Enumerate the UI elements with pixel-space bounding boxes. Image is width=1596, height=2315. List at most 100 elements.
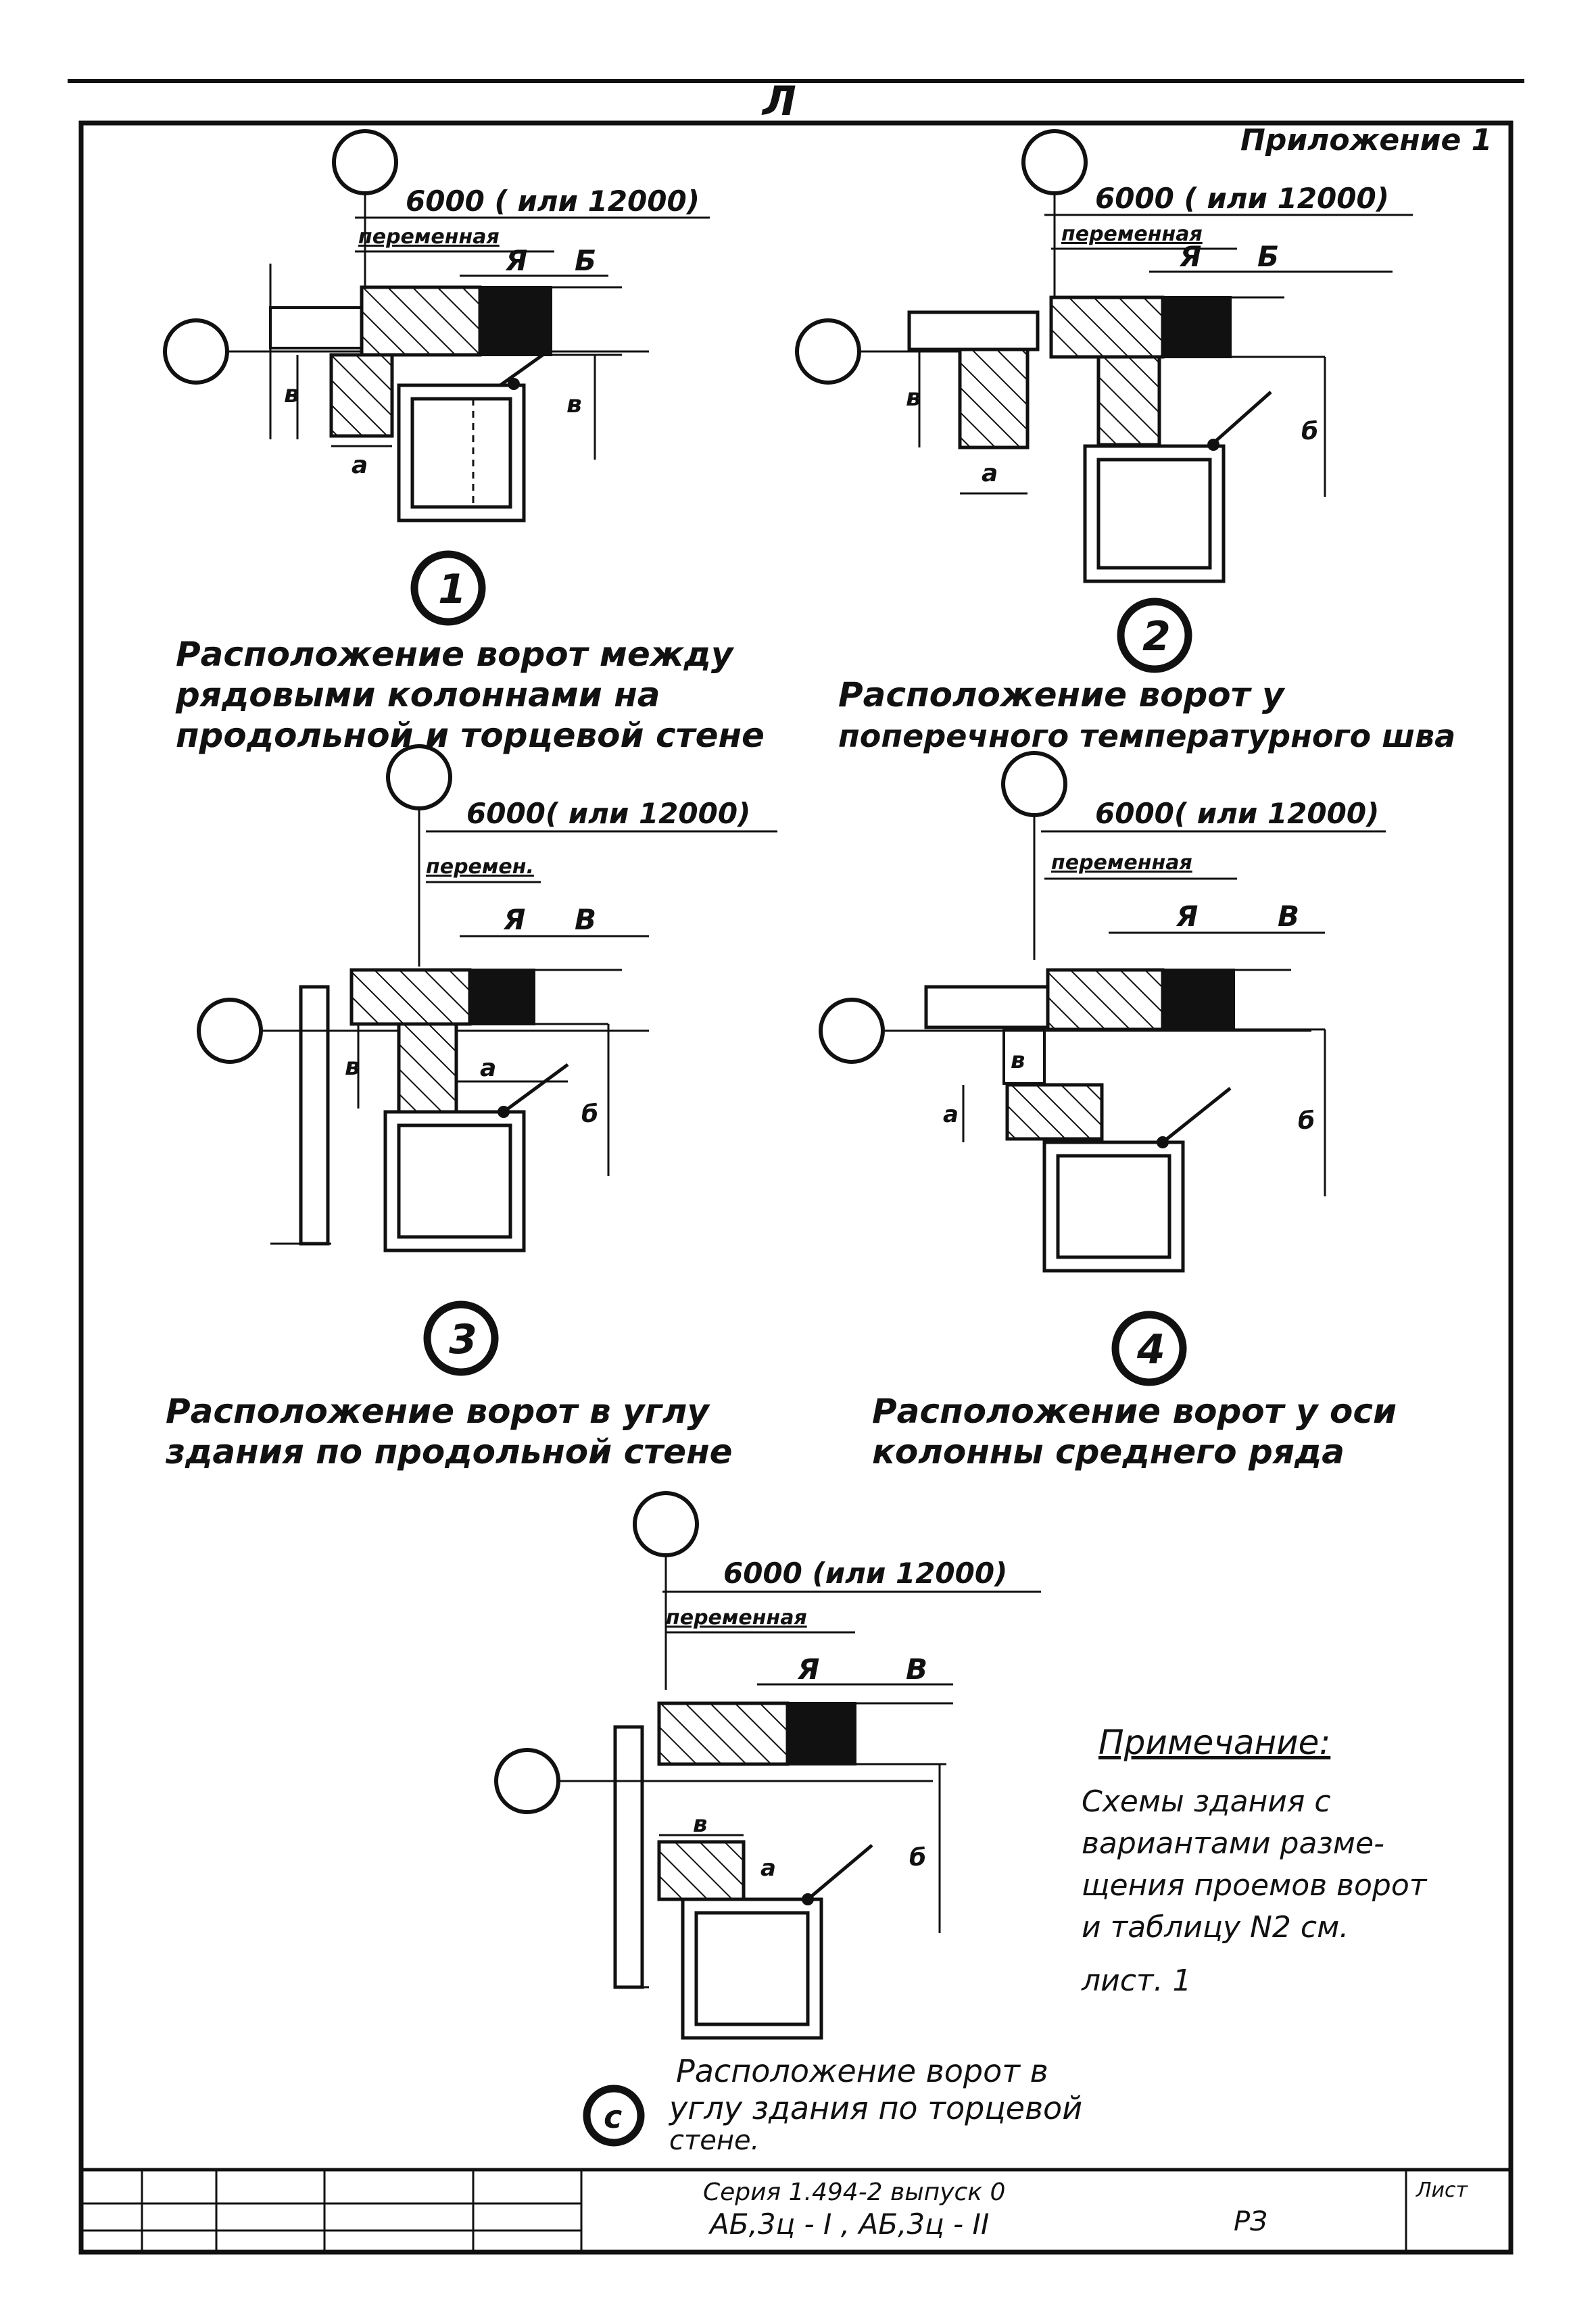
diagram-number-circle bbox=[1117, 598, 1192, 673]
caption-line-2: углу здания по торцевой bbox=[668, 2090, 1082, 2126]
column-hatched bbox=[657, 1840, 746, 1901]
axis-marker-top bbox=[1001, 751, 1067, 817]
note-line-1: Схемы здания с bbox=[1082, 1784, 1331, 1819]
variable-label: перемен. bbox=[426, 855, 534, 879]
axis-marker-left bbox=[197, 998, 263, 1064]
dim-d: а bbox=[760, 1855, 776, 1882]
gate-inner bbox=[1056, 1154, 1171, 1259]
caption-line-3: стене. bbox=[669, 2125, 759, 2156]
caption-line-2: колонны среднего ряда bbox=[872, 1432, 1345, 1471]
dim-a: Я bbox=[505, 244, 527, 277]
dim-a: Я bbox=[1179, 240, 1201, 273]
sheet-code: РЗ bbox=[1234, 2206, 1267, 2237]
variable-label: переменная bbox=[1061, 222, 1203, 246]
diagram-number-circle bbox=[583, 2085, 645, 2147]
dim-b: Б bbox=[1257, 240, 1279, 273]
note-title: Примечание: bbox=[1098, 1723, 1330, 1762]
note-line-5: лист. 1 bbox=[1081, 1964, 1192, 1998]
axis-marker-top bbox=[633, 1491, 699, 1557]
column-solid bbox=[786, 1702, 856, 1765]
diagram-2: 6000 ( или 12000) переменная Я Б в a б 2… bbox=[795, 129, 1455, 754]
gate-inner bbox=[397, 1123, 512, 1239]
gate-inner bbox=[694, 1911, 810, 2026]
wall-panel-hatched bbox=[360, 285, 482, 357]
dim-v: в bbox=[284, 381, 299, 408]
diagram-4: 6000( или 12000) переменная Я В в а б 4 … bbox=[819, 751, 1397, 1471]
diagram-5: 6000 (или 12000) переменная Я В в а б с … bbox=[494, 1491, 1082, 2156]
column-solid bbox=[1161, 969, 1235, 1031]
note-line-4: и таблицу N2 см. bbox=[1082, 1910, 1349, 1945]
corner-label: Лист bbox=[1416, 2178, 1469, 2202]
wall-panel-hatched bbox=[1049, 295, 1165, 359]
diagram-number-circle bbox=[423, 1300, 499, 1376]
caption-line-1: Расположение ворот в углу bbox=[166, 1392, 710, 1431]
dim-v: в bbox=[906, 384, 921, 412]
sheet-frame bbox=[78, 120, 1514, 2255]
appendix-label: Приложение 1 bbox=[1240, 123, 1492, 157]
dim-b: В bbox=[906, 1653, 927, 1686]
diagram-number-circle bbox=[410, 550, 486, 626]
dim-a: Я bbox=[797, 1653, 819, 1686]
diagram-number: 3 bbox=[449, 1316, 477, 1363]
variable-label: переменная bbox=[666, 1606, 807, 1630]
axis-marker-left bbox=[795, 318, 861, 385]
variable-label: переменная bbox=[1051, 851, 1192, 875]
wall-panel-hatched bbox=[349, 968, 472, 1026]
diagram-number-circle bbox=[1111, 1311, 1187, 1386]
gate-inner bbox=[1096, 458, 1212, 570]
diagram-3: 6000( или 12000) перемен. Я В в а б 3 Ра… bbox=[165, 744, 777, 1471]
dim-d: a bbox=[982, 460, 998, 487]
end-wall bbox=[299, 985, 330, 1246]
caption-line-1: Расположение ворот в bbox=[676, 2053, 1048, 2089]
title-block: Серия 1.494-2 выпуск 0 АБ,3ц - I , АБ,3ц… bbox=[81, 2168, 1511, 2252]
end-wall bbox=[613, 1725, 644, 1989]
axis-marker-top bbox=[386, 744, 452, 810]
dim-b2: б bbox=[1301, 418, 1318, 445]
dim-d: а bbox=[480, 1054, 496, 1082]
dim-b2: б bbox=[1298, 1107, 1315, 1135]
caption-line-1: Расположение ворот у оси bbox=[872, 1392, 1397, 1431]
column-solid bbox=[468, 969, 535, 1025]
column-hatched bbox=[329, 353, 394, 438]
dim-b: В bbox=[575, 903, 596, 936]
column-hatched-lower bbox=[1096, 355, 1161, 447]
axis-marker-left bbox=[494, 1748, 560, 1814]
dim-a: Я bbox=[503, 903, 525, 936]
note-line-2: вариантами разме- bbox=[1082, 1826, 1384, 1861]
caption-line-2: рядовыми колоннами на bbox=[175, 675, 660, 714]
span-label: 6000 ( или 12000) bbox=[1095, 182, 1389, 215]
column-hatched bbox=[1005, 1083, 1104, 1141]
diagram-number: 4 bbox=[1136, 1326, 1165, 1373]
note-line-3: щения проемов ворот bbox=[1082, 1868, 1428, 1903]
span-label: 6000( или 12000) bbox=[1095, 797, 1379, 830]
caption-line-3: продольной и торцевой стене bbox=[176, 716, 765, 755]
caption-line-2: здания по продольной стене bbox=[165, 1432, 733, 1471]
dim-a: Я bbox=[1176, 900, 1198, 933]
wall-panel-hatched bbox=[1046, 968, 1165, 1031]
dim-b2: б bbox=[581, 1100, 598, 1128]
dim-d: а bbox=[943, 1101, 959, 1128]
axis-marker-top bbox=[332, 129, 398, 195]
column-hatched bbox=[397, 1022, 458, 1114]
codes-line: АБ,3ц - I , АБ,3ц - II bbox=[708, 2208, 989, 2241]
axis-marker-left bbox=[163, 318, 229, 385]
span-label: 6000 (или 12000) bbox=[723, 1557, 1007, 1590]
dim-v: в bbox=[1011, 1047, 1025, 1074]
dim-b2: б bbox=[909, 1844, 926, 1872]
note-block: Примечание: Схемы здания с вариантами ра… bbox=[1081, 1723, 1428, 1998]
span-label: 6000( или 12000) bbox=[466, 797, 750, 830]
diagram-1: 6000 ( или 12000) переменная Я Б в a в 1… bbox=[163, 129, 765, 755]
column-hatched-left bbox=[958, 347, 1030, 449]
span-label: 6000 ( или 12000) bbox=[406, 185, 700, 218]
wall-panel-hatched bbox=[657, 1701, 790, 1766]
column-solid bbox=[1161, 296, 1232, 358]
diagram-number: 1 bbox=[438, 566, 466, 613]
diagram-number: 2 bbox=[1142, 613, 1171, 660]
dim-b: Б bbox=[575, 244, 596, 277]
axis-marker-top bbox=[1021, 129, 1088, 195]
caption-line-1: Расположение ворот у bbox=[838, 675, 1286, 714]
caption-line-1: Расположение ворот между bbox=[176, 635, 735, 674]
dim-v: в bbox=[345, 1053, 360, 1081]
dim-v: в bbox=[693, 1811, 708, 1838]
